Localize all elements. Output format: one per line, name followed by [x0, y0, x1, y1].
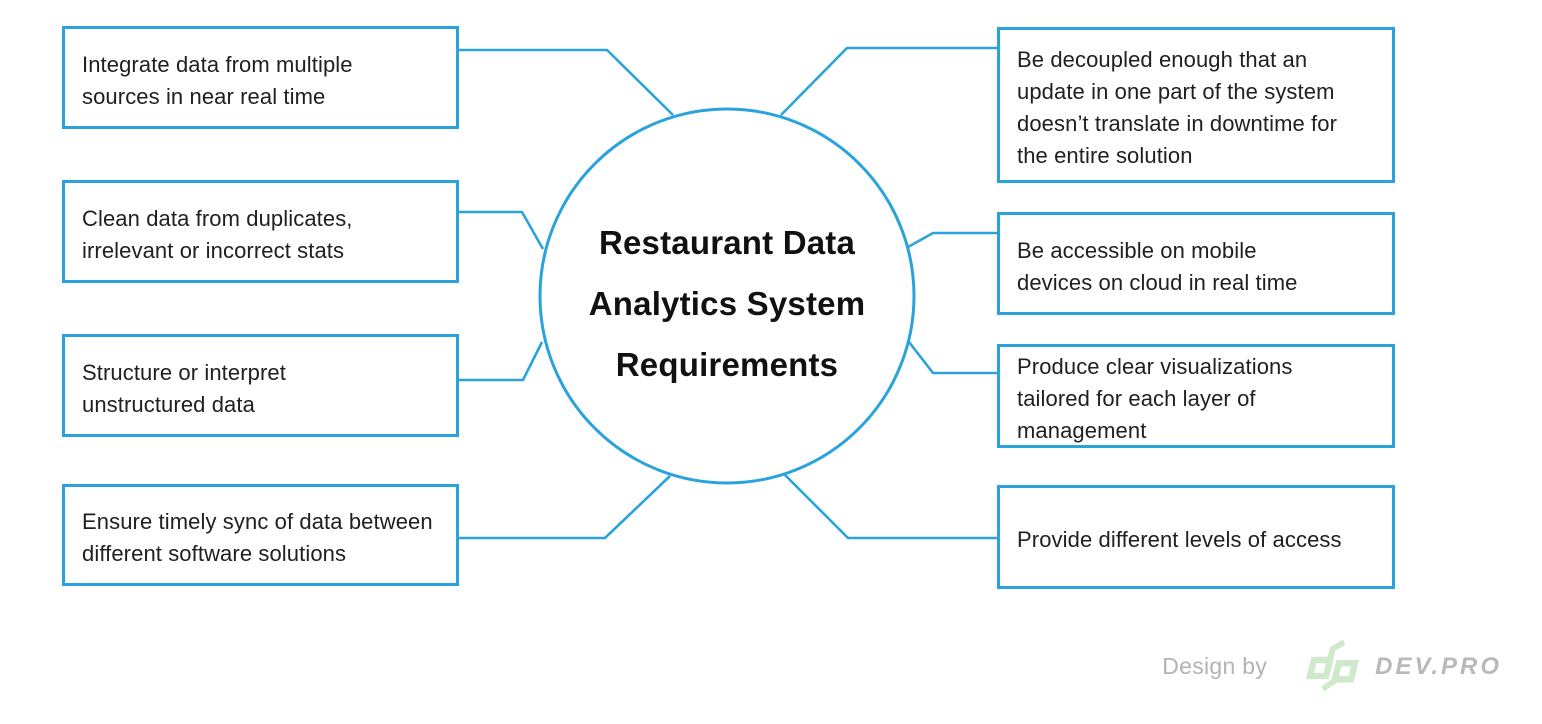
dp-logo-d-stem [1322, 639, 1346, 677]
requirement-text: Clean data from duplicates, irrelevant o… [82, 205, 353, 263]
requirement-text: Be decoupled enough that an update in on… [1017, 47, 1338, 168]
requirement-box-timely-sync: Ensure timely sync of data between diffe… [62, 484, 459, 586]
connector-left-3 [459, 341, 544, 382]
connector-right-2 [907, 231, 997, 249]
center-circle [538, 107, 916, 485]
requirement-text: Be accessible on mobile devices on cloud… [1017, 237, 1298, 295]
center-topic-title: Restaurant Data Analytics System Require… [588, 223, 866, 383]
devpro-wordmark: DEV.PRO [1375, 652, 1502, 680]
design-by-label: Design by [1162, 653, 1268, 679]
devpro-dp-logo-icon [1295, 633, 1361, 700]
requirement-box-visualizations: Produce clear visualizations tailored fo… [997, 344, 1395, 448]
requirement-text: Structure or interpret unstructured data [82, 359, 286, 417]
requirement-text: Produce clear visualizations tailored fo… [1017, 354, 1293, 443]
connector-right-4 [783, 473, 997, 540]
requirement-box-access-levels: Provide different levels of access [997, 485, 1395, 589]
footer-credit: Design by DEV.PRO [1162, 633, 1502, 700]
center-topic: Restaurant Data Analytics System Require… [540, 109, 914, 483]
connector-left-2 [459, 210, 545, 250]
connector-left-1 [459, 48, 674, 116]
requirement-text: Provide different levels of access [1017, 527, 1342, 552]
connector-right-3 [907, 341, 997, 375]
connector-right-1 [780, 46, 997, 116]
requirement-text: Integrate data from multiple sources in … [82, 51, 353, 109]
requirement-box-mobile-access: Be accessible on mobile devices on cloud… [997, 212, 1395, 315]
requirement-box-integrate-data: Integrate data from multiple sources in … [62, 26, 459, 129]
requirement-box-decoupled: Be decoupled enough that an update in on… [997, 27, 1395, 183]
requirement-box-structure-data: Structure or interpret unstructured data [62, 334, 459, 437]
requirement-box-clean-data: Clean data from duplicates, irrelevant o… [62, 180, 459, 283]
dp-logo-p-stem [1321, 663, 1343, 692]
dp-monogram-icon [1306, 639, 1360, 692]
requirement-text: Ensure timely sync of data between diffe… [82, 509, 433, 566]
connector-left-4 [459, 475, 671, 540]
